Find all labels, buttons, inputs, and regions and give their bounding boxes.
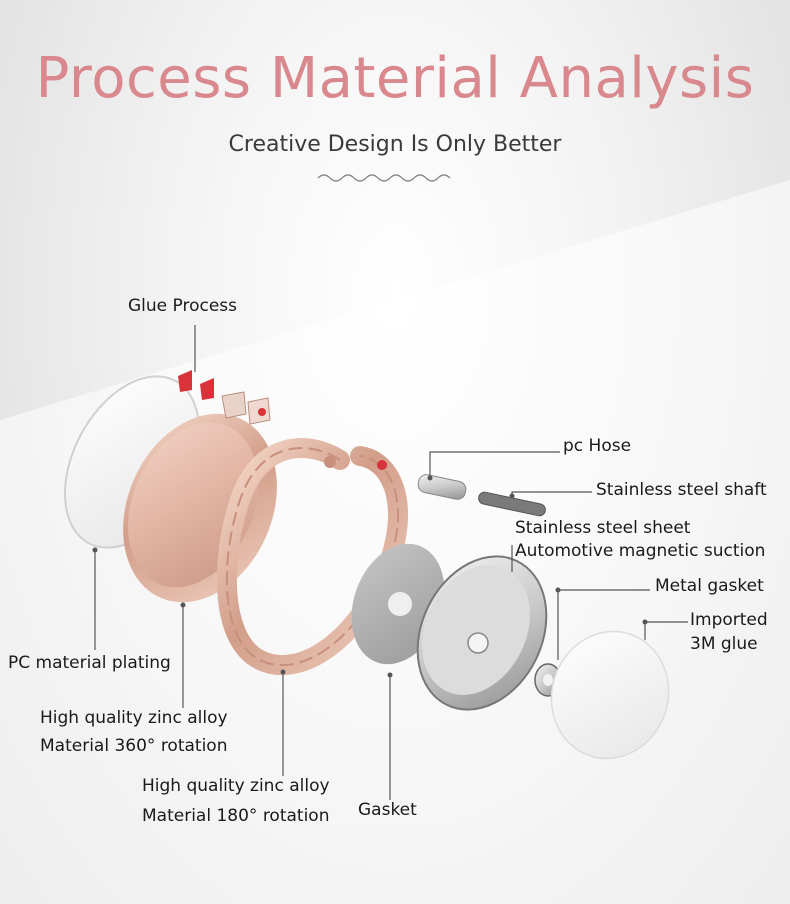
magnetic-sheet [416, 555, 548, 711]
label-metal-gasket: Metal gasket [655, 576, 764, 596]
leader-dots [92, 475, 648, 678]
leader-lines [94, 325, 688, 800]
label-zinc-360-line1: High quality zinc alloy [40, 708, 228, 728]
label-magnetic-suction: Automotive magnetic suction [515, 541, 766, 561]
label-3m-glue: 3M glue [690, 634, 758, 654]
label-pc-plating: PC material plating [8, 653, 171, 673]
label-pc-hose: pc Hose [563, 436, 632, 456]
label-zinc-180-line1: High quality zinc alloy [142, 776, 330, 796]
label-zinc-360-line2: Material 360° rotation [40, 736, 228, 756]
pc-hose [417, 474, 467, 500]
label-zinc-180-line2: Material 180° rotation [142, 806, 330, 826]
bow-decoration [178, 370, 271, 425]
wavy-divider [317, 174, 451, 182]
glue-disc [550, 630, 670, 760]
label-stainless-shaft: Stainless steel shaft [596, 480, 767, 500]
label-glue-process: Glue Process [128, 296, 238, 316]
page-subtitle: Creative Design Is Only Better [228, 132, 562, 157]
label-gasket: Gasket [358, 800, 417, 820]
rotating-ring [216, 438, 408, 675]
label-stainless-sheet: Stainless steel sheet [515, 518, 691, 538]
label-imported: Imported [690, 610, 768, 630]
page-title: Process Material Analysis [35, 46, 755, 111]
